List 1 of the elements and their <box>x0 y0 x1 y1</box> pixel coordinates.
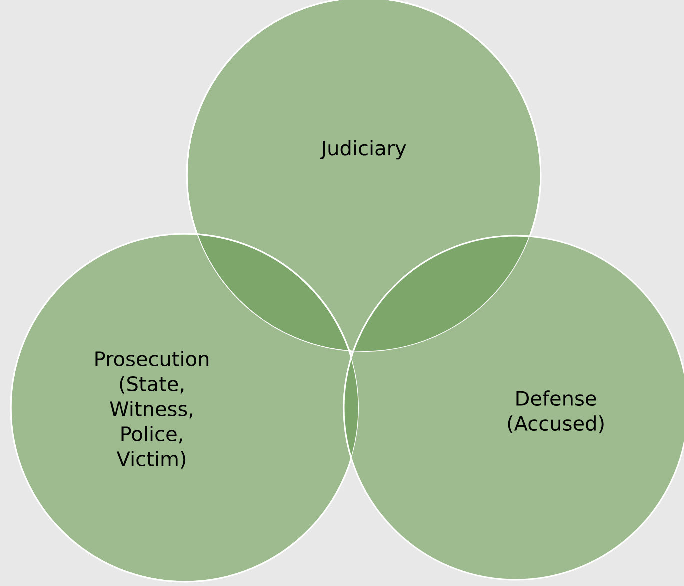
node-label: Defense (Accused) <box>508 390 604 434</box>
